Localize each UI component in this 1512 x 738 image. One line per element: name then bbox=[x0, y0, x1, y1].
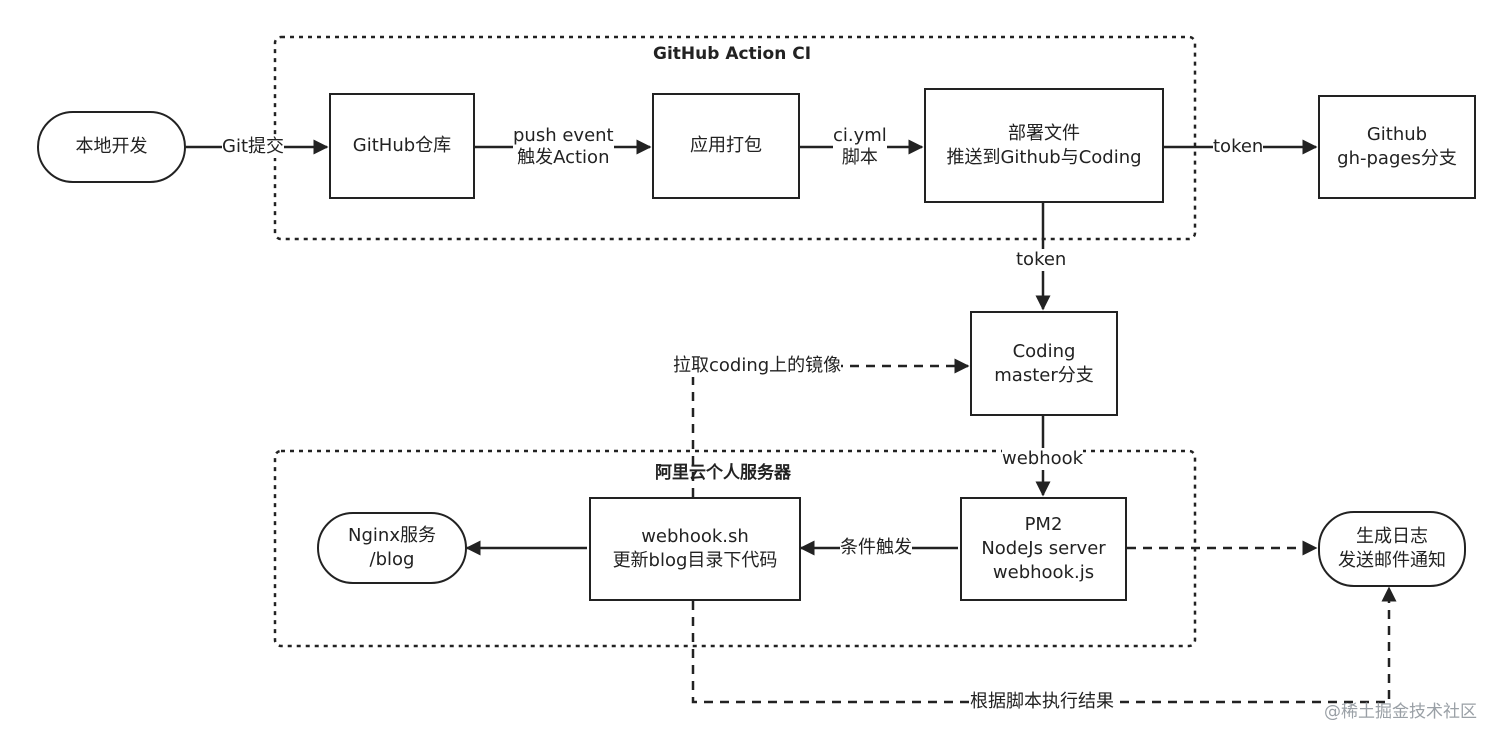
node-webhook-script-line-1: webhook.sh bbox=[641, 526, 749, 547]
ci-group-border bbox=[273, 35, 1197, 241]
node-local-dev-line-1: 本地开发 bbox=[75, 136, 148, 157]
node-gh-pages-line-2: gh-pages分支 bbox=[1337, 148, 1457, 169]
node-app-pack: 应用打包 bbox=[652, 93, 800, 199]
edge-label-result-line-1: 根据脚本执行结果 bbox=[970, 691, 1114, 712]
node-pm2-server-line-2: NodeJs server bbox=[981, 538, 1106, 559]
node-gh-pages-line-1: Github bbox=[1366, 124, 1428, 145]
edge-label-token-down-line-1: token bbox=[1016, 249, 1067, 270]
node-deploy-files-line-1: 部署文件 bbox=[1008, 122, 1080, 144]
edge-label-pull-mirror: 拉取coding上的镜像 bbox=[673, 355, 842, 377]
node-log-email-line-1: 生成日志 bbox=[1356, 526, 1428, 547]
edge-label-condition-line-1: 条件触发 bbox=[840, 537, 912, 558]
node-log-email-line-2: 发送邮件通知 bbox=[1338, 550, 1446, 571]
ci-group-title: GitHub Action CI bbox=[653, 44, 812, 64]
node-webhook-script-line-2: 更新blog目录下代码 bbox=[612, 550, 778, 571]
node-pm2-server: PM2 NodeJs server webhook.js bbox=[960, 497, 1127, 601]
edge-label-ci-yml: ci.yml 脚本 bbox=[833, 125, 887, 169]
edge-label-push-event-line-1: push event bbox=[513, 125, 614, 146]
node-gh-pages: Github gh-pages分支 bbox=[1318, 95, 1476, 199]
node-github-repo: GitHub仓库 bbox=[329, 93, 475, 199]
node-local-dev: 本地开发 bbox=[37, 111, 186, 183]
edge-label-result: 根据脚本执行结果 bbox=[970, 691, 1114, 713]
node-github-repo-line-1: GitHub仓库 bbox=[352, 135, 452, 156]
edge-label-git-commit-line-1: Git提交 bbox=[222, 136, 285, 157]
node-pm2-server-line-1: PM2 bbox=[1024, 514, 1063, 535]
watermark: @稀土掘金技术社区 bbox=[1324, 702, 1477, 722]
edge-label-ci-yml-line-2: 脚本 bbox=[841, 147, 878, 168]
node-nginx-line-2: /blog bbox=[369, 549, 415, 570]
node-deploy-files: 部署文件 推送到Github与Coding bbox=[924, 88, 1164, 203]
edge-label-git-commit: Git提交 bbox=[222, 136, 285, 158]
node-app-pack-line-1: 应用打包 bbox=[690, 135, 762, 156]
edge-label-push-event: push event 触发Action bbox=[513, 125, 614, 169]
node-nginx-line-1: Nginx服务 bbox=[348, 525, 436, 546]
node-coding-master: Coding master分支 bbox=[970, 311, 1118, 416]
edge-label-ci-yml-line-1: ci.yml bbox=[833, 125, 887, 146]
edge-label-token-right-line-1: token bbox=[1213, 136, 1264, 157]
edge-label-pull-mirror-line-1: 拉取coding上的镜像 bbox=[673, 355, 842, 376]
edge-label-webhook: webhook bbox=[1002, 448, 1084, 470]
edge-label-condition: 条件触发 bbox=[840, 537, 912, 559]
node-webhook-script: webhook.sh 更新blog目录下代码 bbox=[589, 497, 801, 601]
node-log-email: 生成日志 发送邮件通知 bbox=[1318, 511, 1466, 587]
node-nginx: Nginx服务 /blog bbox=[317, 512, 467, 584]
edge-label-push-event-line-2: 触发Action bbox=[517, 147, 610, 168]
node-pm2-server-line-3: webhook.js bbox=[992, 562, 1095, 583]
edge-label-token-down: token bbox=[1016, 249, 1067, 271]
server-group-title: 阿里云个人服务器 bbox=[655, 463, 791, 483]
edge-label-webhook-line-1: webhook bbox=[1002, 448, 1084, 469]
node-coding-master-line-2: master分支 bbox=[994, 364, 1094, 386]
node-deploy-files-line-2: 推送到Github与Coding bbox=[946, 146, 1142, 168]
edge-label-token-right: token bbox=[1213, 136, 1264, 158]
node-coding-master-line-1: Coding bbox=[1012, 340, 1076, 362]
edge-script-log-dashed bbox=[691, 586, 1397, 704]
